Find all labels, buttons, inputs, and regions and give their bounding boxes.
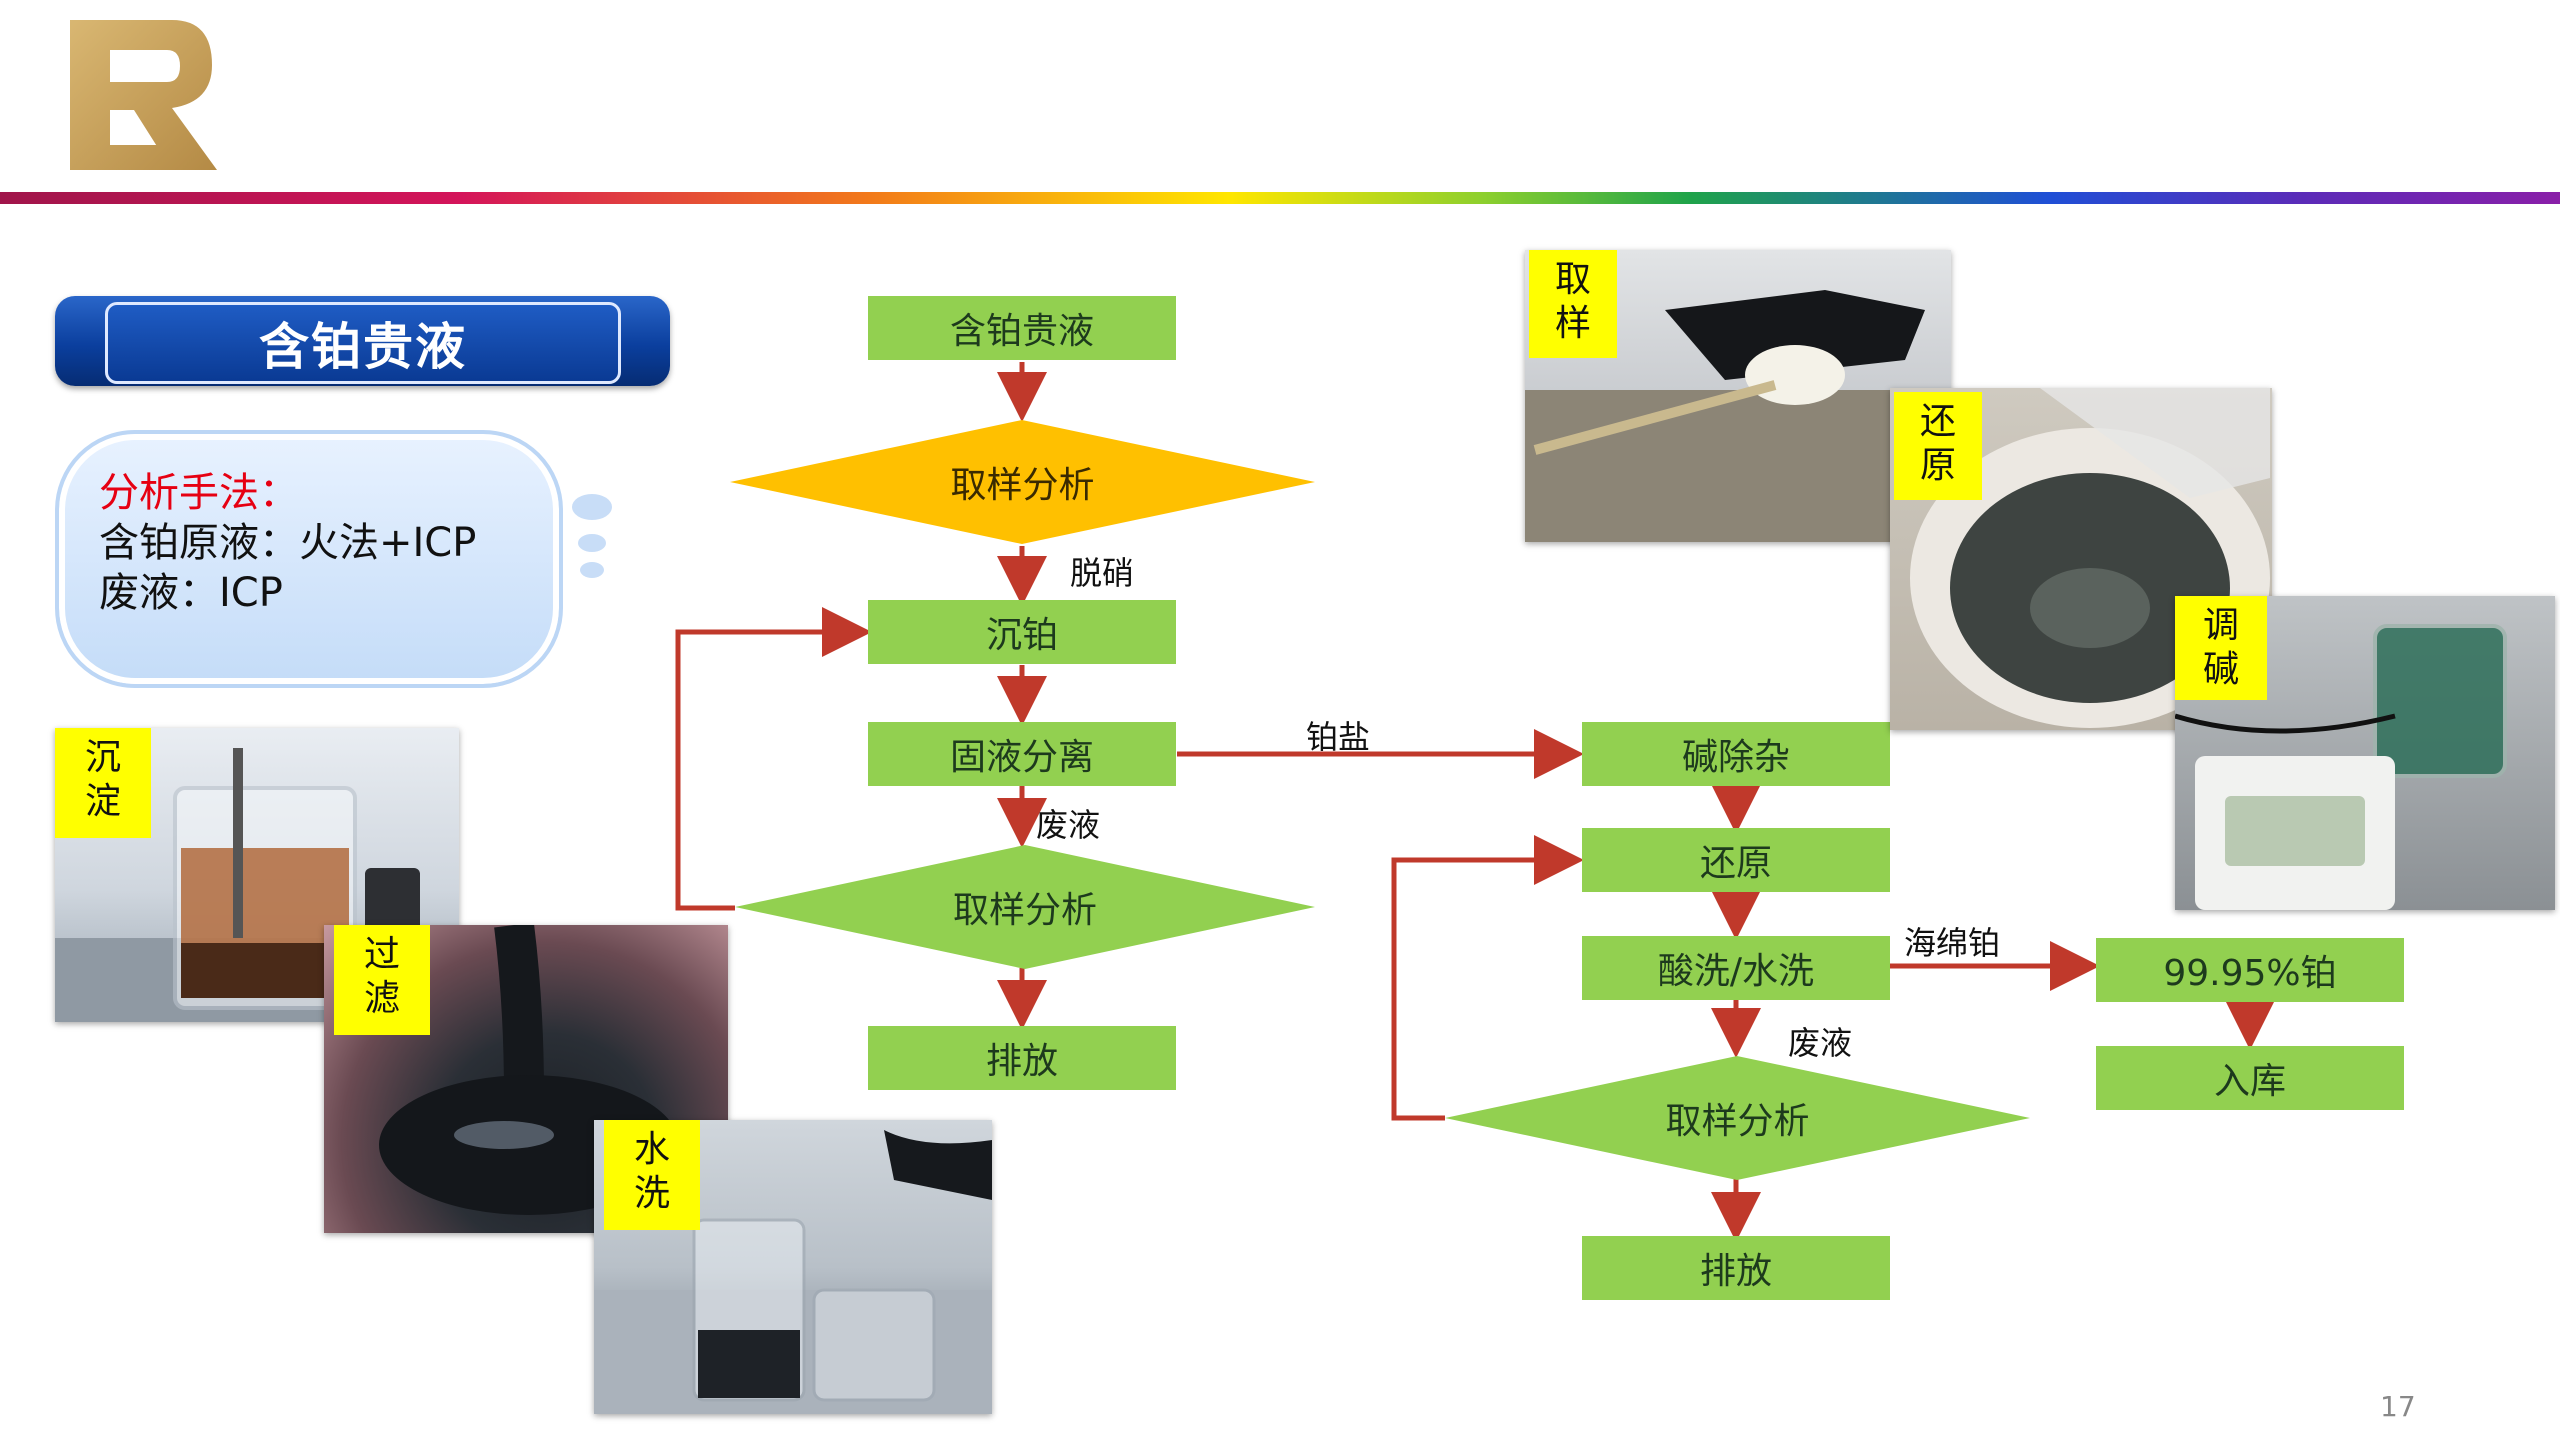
node-source-liquid: 含铂贵液 [868, 296, 1176, 360]
node-discharge: 排放 [868, 1026, 1176, 1090]
analysis-line-waste: 废液：ICP [99, 570, 283, 616]
decision-sample-analysis-1: 取样分析 [730, 420, 1315, 544]
photo-water-wash: 水洗 [594, 1120, 992, 1414]
photo-tag-filter: 过滤 [334, 925, 430, 1035]
node-reduction: 还原 [1582, 828, 1890, 892]
edge-label-sponge-platinum: 海绵铂 [1904, 924, 2001, 962]
decision-label: 取样分析 [952, 890, 1097, 931]
analysis-line-raw: 含铂原液：火法+ICP [99, 520, 477, 566]
analysis-text: 分析手法： 含铂原液：火法+ICP 废液：ICP [99, 468, 539, 618]
analysis-heading: 分析手法： [99, 470, 299, 516]
photo-sampling: 取样 [1525, 250, 1951, 542]
edge-label-platinum-salt: 铂盐 [1306, 718, 1371, 756]
decision-label: 取样分析 [1665, 1101, 1810, 1142]
node-discharge-right: 排放 [1582, 1236, 1890, 1300]
company-logo [70, 20, 217, 170]
photo-tag-adjust-alkali: 调碱 [2175, 596, 2267, 700]
photo-tag-sampling: 取样 [1529, 250, 1617, 358]
photo-tag-reduction: 还原 [1894, 392, 1982, 500]
decision-sample-analysis-3: 取样分析 [1445, 1056, 2030, 1180]
node-acid-water-wash: 酸洗/水洗 [1582, 936, 1890, 1000]
analysis-callout: 分析手法： 含铂原液：火法+ICP 废液：ICP [55, 430, 563, 688]
callout-dot [580, 562, 604, 578]
page-number: 17 [2380, 1390, 2416, 1423]
edge-label-denitrate: 脱硝 [1070, 554, 1135, 592]
node-solid-liquid-separation: 固液分离 [868, 722, 1176, 786]
photo-tag-precipitation: 沉淀 [55, 728, 151, 838]
section-title-tab: 含铂贵液 [55, 296, 670, 386]
section-title: 含铂贵液 [105, 302, 621, 384]
decision-sample-analysis-2: 取样分析 [735, 845, 1315, 969]
callout-dot [572, 494, 612, 520]
node-storage: 入库 [2096, 1046, 2404, 1110]
photo-adjust-alkali: 调碱 [2175, 596, 2555, 910]
photo-tag-water-wash: 水洗 [604, 1120, 700, 1230]
edge-label-waste-right: 废液 [1788, 1024, 1853, 1062]
node-alkali-purification: 碱除杂 [1582, 722, 1890, 786]
decision-label: 取样分析 [950, 465, 1095, 506]
callout-dot [578, 534, 606, 552]
photo-reduction: 还原 [1890, 388, 2272, 730]
header-rainbow-divider [0, 192, 2560, 204]
edge-label-waste: 废液 [1036, 806, 1101, 844]
node-product-platinum: 99.95%铂 [2096, 938, 2404, 1002]
node-precipitate: 沉铂 [868, 600, 1176, 664]
